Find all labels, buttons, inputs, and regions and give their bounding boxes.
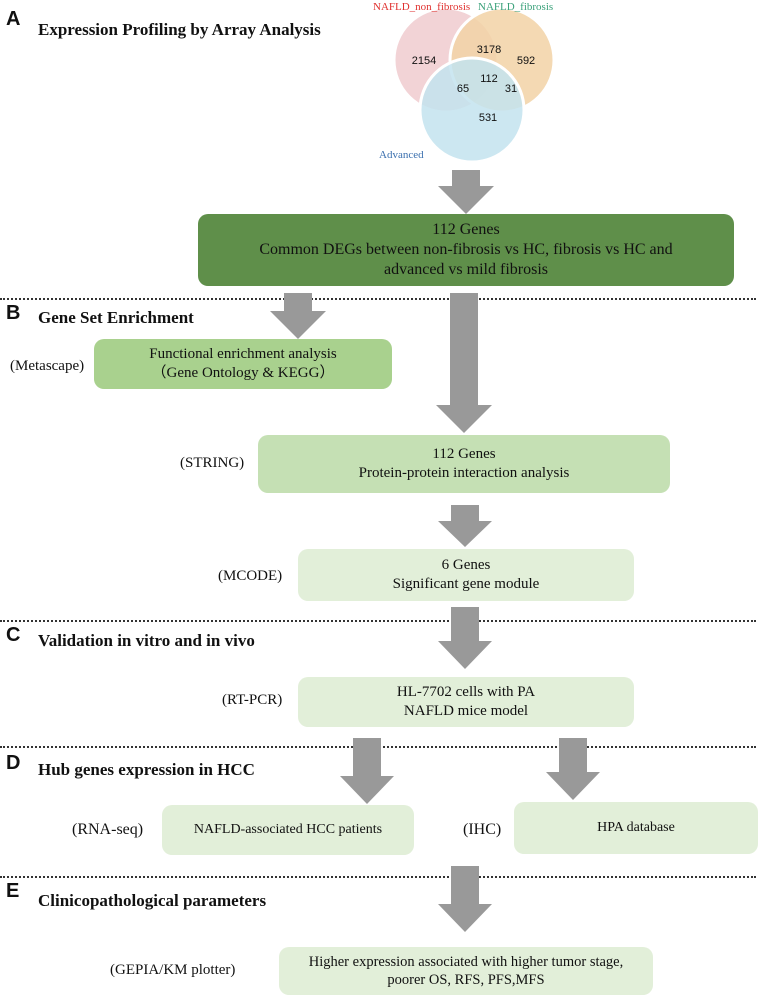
module-box: 6 Genes Significant gene module [298,549,634,601]
ppi-line1: 112 Genes [432,446,496,463]
tool-string: (STRING) [180,455,245,471]
tool-ihc: (IHC) [463,821,502,838]
tool-rnaseq: (RNA-seq) [72,821,144,838]
common-degs-box: 112 Genes Common DEGs between non-fibros… [198,214,734,286]
section-title-b: Gene Set Enrichment [38,308,194,327]
hcc-patients-line1: NAFLD-associated HCC patients [193,822,383,838]
section-letter-c: C [6,624,21,646]
tool-gepia: (GEPIA/KM plotter) [110,962,236,978]
tool-mcode: (MCODE) [218,568,283,584]
section-title-a: Expression Profiling by Array Analysis [38,20,321,39]
venn-count-non-fibrosis-fibrosis: 3178 [476,44,502,56]
common-degs-line1: 112 Genes [432,221,500,238]
section-letter-d: D [6,752,21,774]
tool-metascape: (Metascape) [10,358,85,374]
module-line1: 6 Genes [441,557,491,574]
enrichment-line2: （Gene Ontology & KEGG） [151,365,335,381]
venn-count-only-non-fibrosis: 2154 [411,55,437,67]
separator-de [0,876,756,878]
venn-circle-advanced [418,56,526,164]
arrow-validation-to-hcc [340,738,394,804]
clinical-line2: poorer OS, RFS, PFS,MFS [387,972,545,988]
venn-count-only-fibrosis: 592 [516,55,536,67]
venn-count-only-advanced: 531 [478,112,498,124]
validation-box: HL-7702 cells with PA NAFLD mice model [298,677,634,727]
venn-label-fibrosis: NAFLD_fibrosis [478,1,554,13]
validation-line2: NAFLD mice model [403,703,529,719]
hcc-patients-box: NAFLD-associated HCC patients [162,805,414,855]
arrow-venn-to-common [438,170,494,214]
enrichment-box: Functional enrichment analysis （Gene Ont… [94,339,392,389]
section-title-c: Validation in vitro and in vivo [38,631,255,650]
hpa-line1: HPA database [597,820,675,836]
venn-count-fibrosis-advanced: 31 [504,83,518,95]
clinical-line1: Higher expression associated with higher… [308,953,624,970]
enrichment-line1: Functional enrichment analysis [149,346,337,363]
ppi-line2: Protein-protein interaction analysis [358,465,570,481]
venn-label-advanced: Advanced [379,149,424,161]
common-degs-line3: advanced vs mild fibrosis [384,261,548,278]
common-degs-line2: Common DEGs between non-fibrosis vs HC, … [259,241,673,258]
validation-line1: HL-7702 cells with PA [396,684,536,701]
arrow-to-clinical [438,866,492,932]
section-title-d: Hub genes expression in HCC [38,760,255,779]
module-line2: Significant gene module [392,576,540,592]
section-title-e: Clinicopathological parameters [38,891,267,910]
ppi-box: 112 Genes Protein-protein interaction an… [258,435,670,493]
arrow-validation-to-hpa [546,738,600,800]
arrow-module-to-validation [438,607,492,669]
hpa-box: HPA database [514,802,758,854]
arrow-common-to-ppi [436,293,492,433]
tool-rtpcr: (RT-PCR) [222,692,283,708]
venn-label-non-fibrosis: NAFLD_non_fibrosis [373,1,471,13]
section-letter-b: B [6,302,21,324]
venn-count-all-three: 112 [480,73,498,85]
section-letter-e: E [6,880,20,902]
arrow-common-to-enrichment [270,293,326,339]
arrow-ppi-to-module [438,505,492,547]
section-letter-a: A [6,8,21,30]
venn-circles [392,6,556,164]
clinical-box: Higher expression associated with higher… [279,947,653,995]
venn-count-non-fibrosis-advanced: 65 [456,83,470,95]
separator-ab [0,298,756,300]
separator-bc [0,620,756,622]
